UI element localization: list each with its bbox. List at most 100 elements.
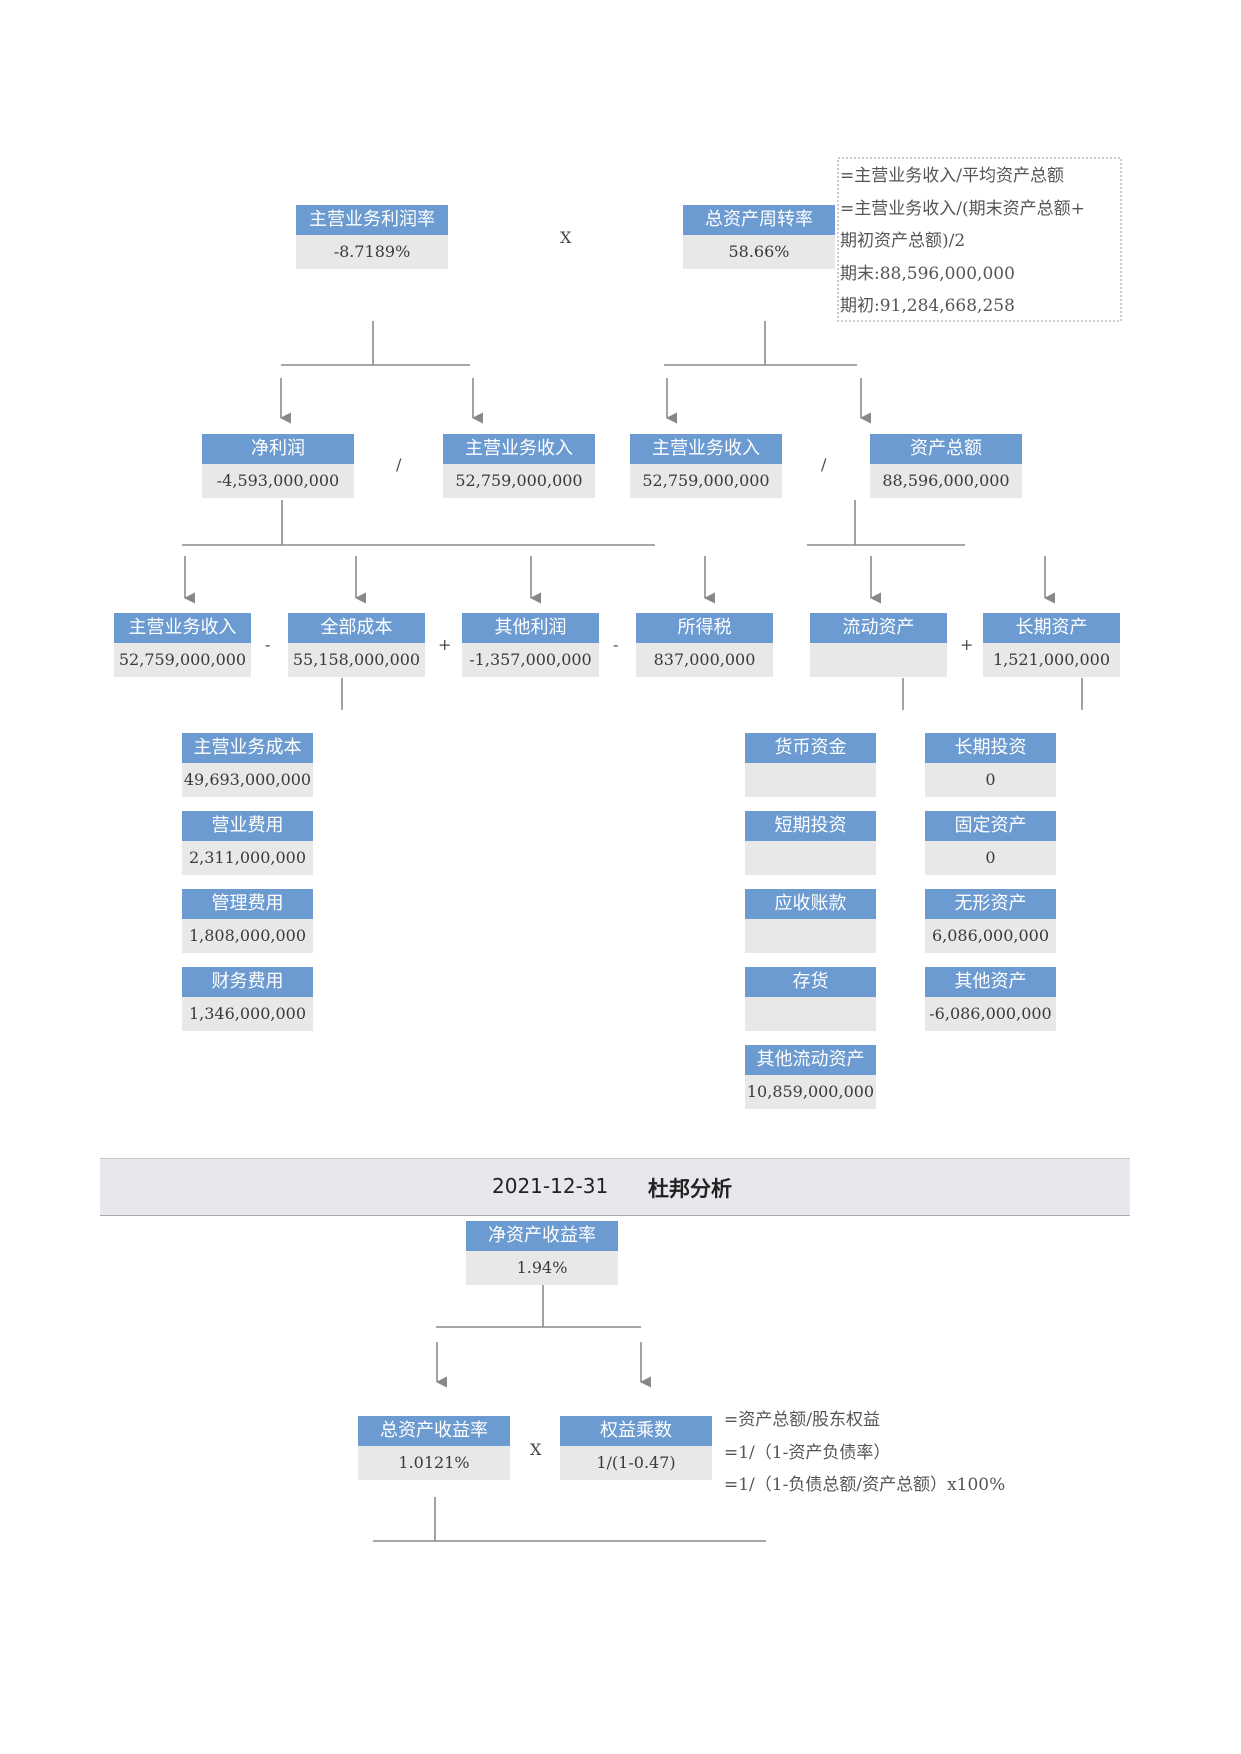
long-term-assets-value: 1,521,000,000 [983, 643, 1120, 677]
cost-item-label: 管理费用 [182, 889, 313, 919]
multiplier-note-line: =1/（1-资产负债率） [724, 1442, 891, 1463]
equity-multiplier-label: 权益乘数 [560, 1416, 712, 1446]
section-date: 2021-12-31 [492, 1174, 609, 1198]
roa-box: 总资产收益率 1.0121% [358, 1416, 510, 1480]
total-cost-value: 55,158,000,000 [288, 643, 425, 677]
total-cost-box: 全部成本 55,158,000,000 [288, 613, 425, 677]
cost-item-value: 1,808,000,000 [182, 919, 313, 953]
roe-value: 1.94% [466, 1251, 618, 1285]
cost-item-label: 主营业务成本 [182, 733, 313, 763]
long-item-value: 0 [925, 763, 1056, 797]
total-assets-box: 资产总额 88,596,000,000 [870, 434, 1022, 498]
long-item-label: 长期投资 [925, 733, 1056, 763]
cost-item-box: 管理费用 1,808,000,000 [182, 889, 313, 953]
current-item-box: 应收账款 [745, 889, 876, 953]
equity-multiplier-value: 1/(1-0.47) [560, 1446, 712, 1480]
long-item-box: 固定资产 0 [925, 811, 1056, 875]
operator-multiply: X [530, 1440, 542, 1459]
operator-minus: - [613, 635, 619, 654]
revenue-b-label: 主营业务收入 [630, 434, 782, 464]
current-item-label: 应收账款 [745, 889, 876, 919]
operator-minus: - [265, 635, 271, 654]
revenue-c-value: 52,759,000,000 [114, 643, 251, 677]
multiplier-note-line: =1/（1-负债总额/资产总额）x100% [724, 1475, 1006, 1495]
cost-item-label: 财务费用 [182, 967, 313, 997]
multiplier-note-line: =资产总额/股东权益 [724, 1410, 880, 1430]
long-item-box: 长期投资 0 [925, 733, 1056, 797]
cost-item-value: 2,311,000,000 [182, 841, 313, 875]
current-assets-box: 流动资产 [810, 613, 947, 677]
revenue-box-b: 主营业务收入 52,759,000,000 [630, 434, 782, 498]
current-item-value [745, 763, 876, 797]
cost-item-box: 财务费用 1,346,000,000 [182, 967, 313, 1031]
cost-item-label: 营业费用 [182, 811, 313, 841]
cost-item-box: 主营业务成本 49,693,000,000 [182, 733, 313, 797]
long-item-label: 其他资产 [925, 967, 1056, 997]
current-item-box: 其他流动资产 10,859,000,000 [745, 1045, 876, 1109]
asset-turnover-label: 总资产周转率 [683, 205, 835, 235]
net-profit-box: 净利润 -4,593,000,000 [202, 434, 354, 498]
income-tax-box: 所得税 837,000,000 [636, 613, 773, 677]
total-assets-value: 88,596,000,000 [870, 464, 1022, 498]
cost-item-value: 1,346,000,000 [182, 997, 313, 1031]
long-item-value: 0 [925, 841, 1056, 875]
roa-value: 1.0121% [358, 1446, 510, 1480]
current-item-label: 其他流动资产 [745, 1045, 876, 1075]
revenue-b-value: 52,759,000,000 [630, 464, 782, 498]
operator-multiply: X [560, 228, 572, 247]
current-item-value [745, 919, 876, 953]
current-assets-value [810, 643, 947, 677]
current-item-value [745, 997, 876, 1031]
long-item-label: 无形资产 [925, 889, 1056, 919]
equity-multiplier-box: 权益乘数 1/(1-0.47) [560, 1416, 712, 1480]
total-assets-label: 资产总额 [870, 434, 1022, 464]
other-profit-label: 其他利润 [462, 613, 599, 643]
current-item-value: 10,859,000,000 [745, 1075, 876, 1109]
current-item-value [745, 841, 876, 875]
turnover-note-line: =主营业务收入/(期末资产总额+ [840, 198, 1085, 219]
total-cost-label: 全部成本 [288, 613, 425, 643]
section-title: 杜邦分析 [648, 1177, 732, 1201]
other-profit-value: -1,357,000,000 [462, 643, 599, 677]
other-profit-box: 其他利润 -1,357,000,000 [462, 613, 599, 677]
revenue-a-label: 主营业务收入 [443, 434, 595, 464]
current-item-label: 短期投资 [745, 811, 876, 841]
operator-divide: / [396, 455, 402, 474]
roe-box: 净资产收益率 1.94% [466, 1221, 618, 1285]
operator-divide: / [821, 455, 827, 474]
asset-turnover-value: 58.66% [683, 235, 835, 269]
profit-margin-value: -8.7189% [296, 235, 448, 269]
long-item-value: 6,086,000,000 [925, 919, 1056, 953]
net-profit-label: 净利润 [202, 434, 354, 464]
long-term-assets-box: 长期资产 1,521,000,000 [983, 613, 1120, 677]
roe-label: 净资产收益率 [466, 1221, 618, 1251]
roa-label: 总资产收益率 [358, 1416, 510, 1446]
asset-turnover-box: 总资产周转率 58.66% [683, 205, 835, 269]
turnover-note-line: 期初资产总额)/2 [840, 231, 966, 251]
long-item-box: 无形资产 6,086,000,000 [925, 889, 1056, 953]
net-profit-value: -4,593,000,000 [202, 464, 354, 498]
current-item-label: 存货 [745, 967, 876, 997]
operator-plus: + [438, 635, 452, 654]
income-tax-value: 837,000,000 [636, 643, 773, 677]
turnover-note: =主营业务收入/平均资产总额 =主营业务收入/(期末资产总额+ 期初资产总额)/… [840, 160, 1085, 323]
turnover-note-line: =主营业务收入/平均资产总额 [840, 166, 1064, 186]
profit-margin-box: 主营业务利润率 -8.7189% [296, 205, 448, 269]
current-item-label: 货币资金 [745, 733, 876, 763]
current-item-box: 短期投资 [745, 811, 876, 875]
revenue-c-label: 主营业务收入 [114, 613, 251, 643]
revenue-box-c: 主营业务收入 52,759,000,000 [114, 613, 251, 677]
cost-item-value: 49,693,000,000 [182, 763, 313, 797]
turnover-note-line: 期初:91,284,668,258 [840, 296, 1015, 316]
long-item-value: -6,086,000,000 [925, 997, 1056, 1031]
current-item-box: 货币资金 [745, 733, 876, 797]
cost-item-box: 营业费用 2,311,000,000 [182, 811, 313, 875]
current-item-box: 存货 [745, 967, 876, 1031]
current-assets-label: 流动资产 [810, 613, 947, 643]
long-item-label: 固定资产 [925, 811, 1056, 841]
section-header: 2021-12-31 杜邦分析 [100, 1158, 1130, 1216]
long-item-box: 其他资产 -6,086,000,000 [925, 967, 1056, 1031]
turnover-note-line: 期末:88,596,000,000 [840, 263, 1015, 284]
multiplier-note: =资产总额/股东权益 =1/（1-资产负债率） =1/（1-负债总额/资产总额）… [724, 1404, 1005, 1502]
